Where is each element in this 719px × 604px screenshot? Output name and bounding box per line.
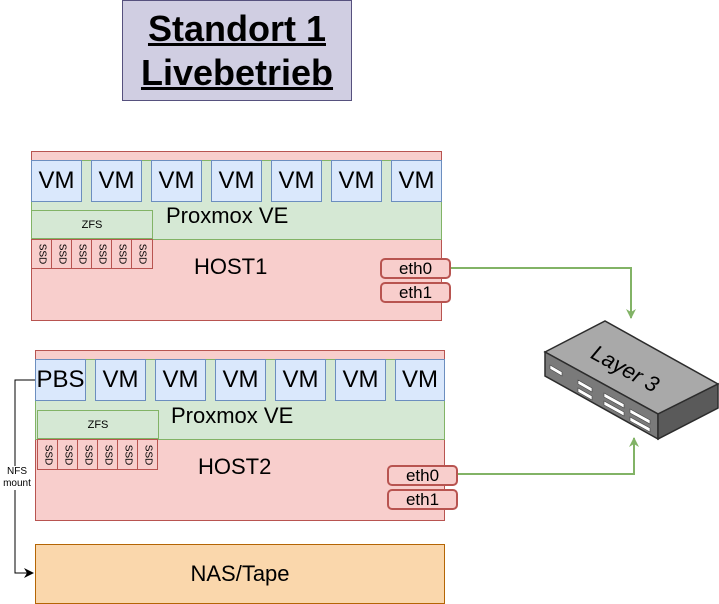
host1-vm-4[interactable]: VM: [211, 160, 262, 202]
host1-vm-2[interactable]: VM: [91, 160, 142, 202]
switch-port-icons: [549, 364, 651, 433]
host2-uplink-line: [458, 437, 639, 475]
nas-tape-box[interactable]: NAS/Tape: [35, 544, 445, 604]
host2-vm-5[interactable]: VM: [335, 359, 386, 401]
host2-name: HOST2: [198, 454, 272, 479]
nfs-label-line1: NFS: [7, 466, 27, 477]
nfs-mount-label: NFS mount: [0, 466, 34, 490]
layer3-switch[interactable]: Layer 3: [543, 320, 719, 441]
host1-name: HOST1: [194, 254, 268, 279]
host2-pbs[interactable]: PBS: [35, 359, 86, 401]
host1-vm-3[interactable]: VM: [151, 160, 202, 202]
host2-vm-2[interactable]: VM: [155, 359, 206, 401]
host1-eth1[interactable]: eth1: [380, 282, 451, 303]
host1-proxmox-label: Proxmox VE: [166, 203, 289, 228]
host2-eth0[interactable]: eth0: [387, 465, 458, 486]
host2-proxmox-label: Proxmox VE: [171, 403, 294, 428]
host1-vm-1[interactable]: VM: [31, 160, 82, 202]
host1-eth0[interactable]: eth0: [380, 258, 451, 279]
host1-ssd-6[interactable]: SSD: [131, 239, 153, 269]
title-box: Standort 1 Livebetrieb: [122, 0, 352, 101]
host1-vm-5[interactable]: VM: [271, 160, 322, 202]
title-line-1: Standort 1: [147, 7, 326, 49]
nfs-label-line2: mount: [3, 478, 31, 489]
host1-zfs-pool[interactable]: ZFS: [31, 210, 153, 239]
host1-uplink-line: [451, 267, 636, 319]
host2-vm-4[interactable]: VM: [275, 359, 326, 401]
title-line-2: Livebetrieb: [140, 51, 334, 93]
host2-vm-3[interactable]: VM: [215, 359, 266, 401]
host1-vm-6[interactable]: VM: [331, 160, 382, 202]
host1-vm-7[interactable]: VM: [391, 160, 442, 202]
host2-zfs-pool[interactable]: ZFS: [37, 410, 159, 439]
host2-vm-6[interactable]: VM: [395, 359, 445, 401]
host2-eth1[interactable]: eth1: [387, 489, 458, 510]
host2-ssd-6[interactable]: SSD: [137, 439, 158, 470]
host2-vm-1[interactable]: VM: [95, 359, 146, 401]
